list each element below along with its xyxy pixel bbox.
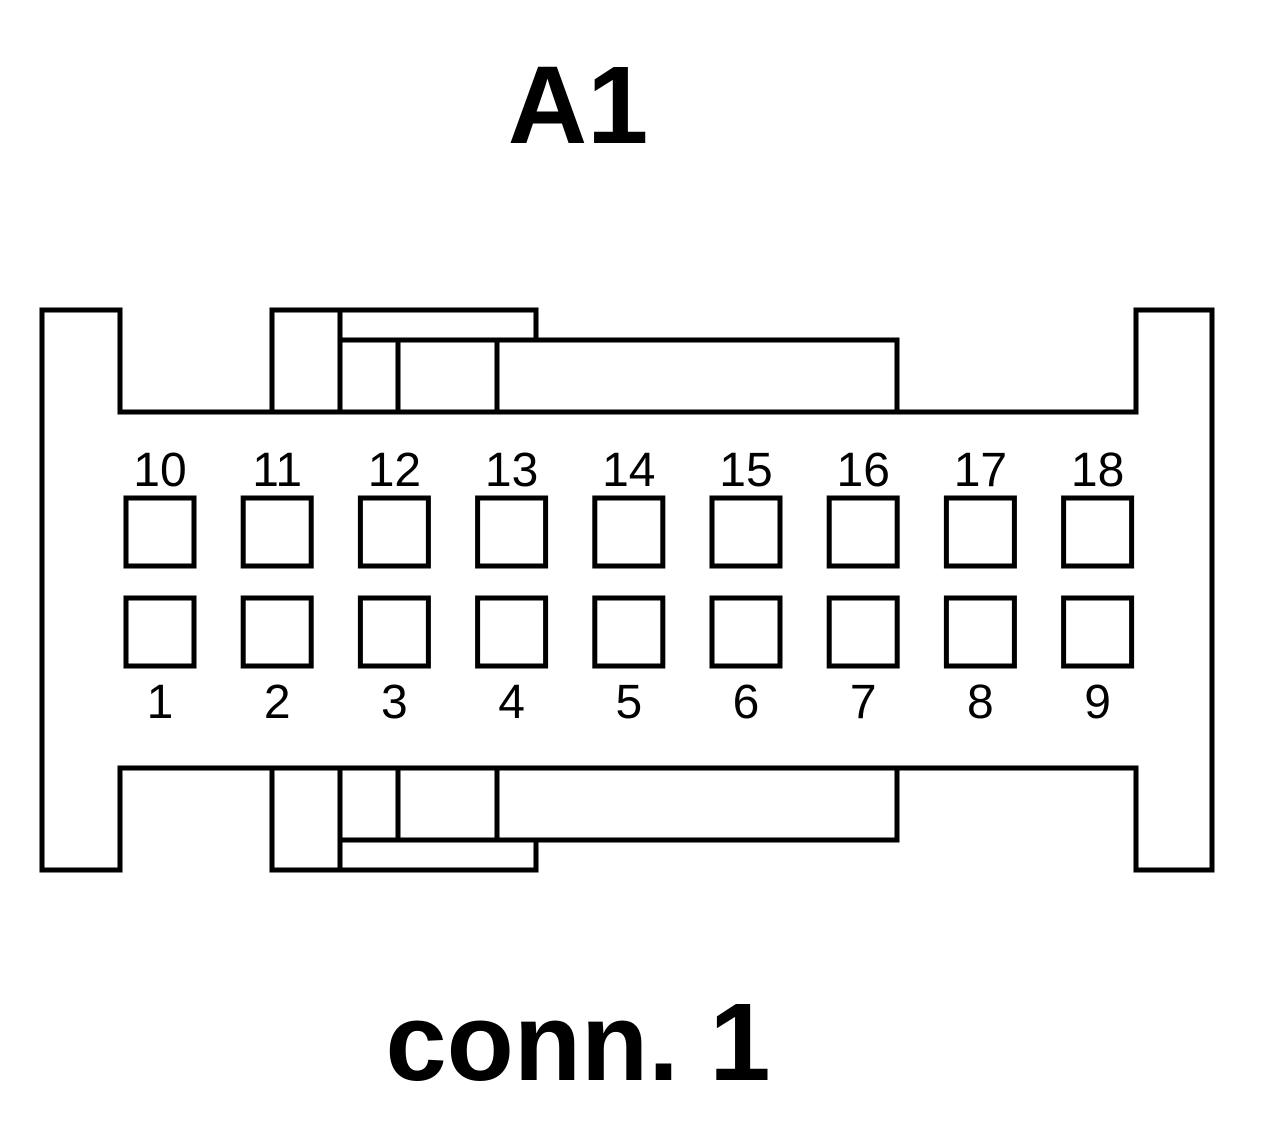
connector-caption: conn. 1: [385, 981, 770, 1104]
pin-cavity-10: [123, 495, 197, 569]
bottom-latch: [272, 765, 897, 870]
pin-number-label: 12: [368, 444, 421, 497]
pin-cavity-9: [1061, 595, 1135, 669]
pin-cavity-18: [1061, 495, 1135, 569]
pin-cavity-11: [240, 495, 314, 569]
pin-cavity-15: [709, 495, 783, 569]
pin-cavity-4: [475, 595, 549, 669]
pin-number-label: 1: [147, 676, 174, 729]
connector-housing: [39, 307, 1215, 873]
pin-cavity-8: [943, 595, 1017, 669]
pin-number-label: 15: [719, 444, 772, 497]
pin-number-label: 10: [133, 444, 186, 497]
pin-cavity-14: [592, 495, 666, 569]
pin-number-label: 16: [837, 444, 890, 497]
top-pin-row: 10 11 12 13 14 15 16 17 18: [123, 444, 1135, 569]
pin-cavity-16: [826, 495, 900, 569]
pin-cavity-12: [357, 495, 431, 569]
pin-number-label: 18: [1071, 444, 1124, 497]
pin-number-label: 7: [850, 676, 877, 729]
pin-cavity-7: [826, 595, 900, 669]
pin-number-label: 11: [252, 444, 302, 497]
pin-number-label: 2: [264, 676, 291, 729]
pin-number-label: 13: [485, 444, 538, 497]
pin-cavity-6: [709, 595, 783, 669]
pin-cavity-3: [357, 595, 431, 669]
pin-number-label: 9: [1084, 676, 1111, 729]
pin-number-label: 5: [615, 676, 642, 729]
bottom-pin-row: 1 2 3 4 5 6 7 8 9: [123, 595, 1135, 729]
pin-cavity-17: [943, 495, 1017, 569]
pin-cavity-2: [240, 595, 314, 669]
pin-cavity-5: [592, 595, 666, 669]
pin-cavity-13: [475, 495, 549, 569]
pin-number-label: 4: [498, 676, 525, 729]
connector-id-title: A1: [508, 44, 649, 167]
pin-number-label: 8: [967, 676, 994, 729]
pin-number-label: 3: [381, 676, 408, 729]
top-latch: [272, 310, 897, 415]
housing-outline: [39, 307, 1215, 873]
pin-number-label: 6: [733, 676, 760, 729]
pin-cavity-1: [123, 595, 197, 669]
pin-number-label: 17: [954, 444, 1007, 497]
pin-number-label: 14: [602, 444, 655, 497]
